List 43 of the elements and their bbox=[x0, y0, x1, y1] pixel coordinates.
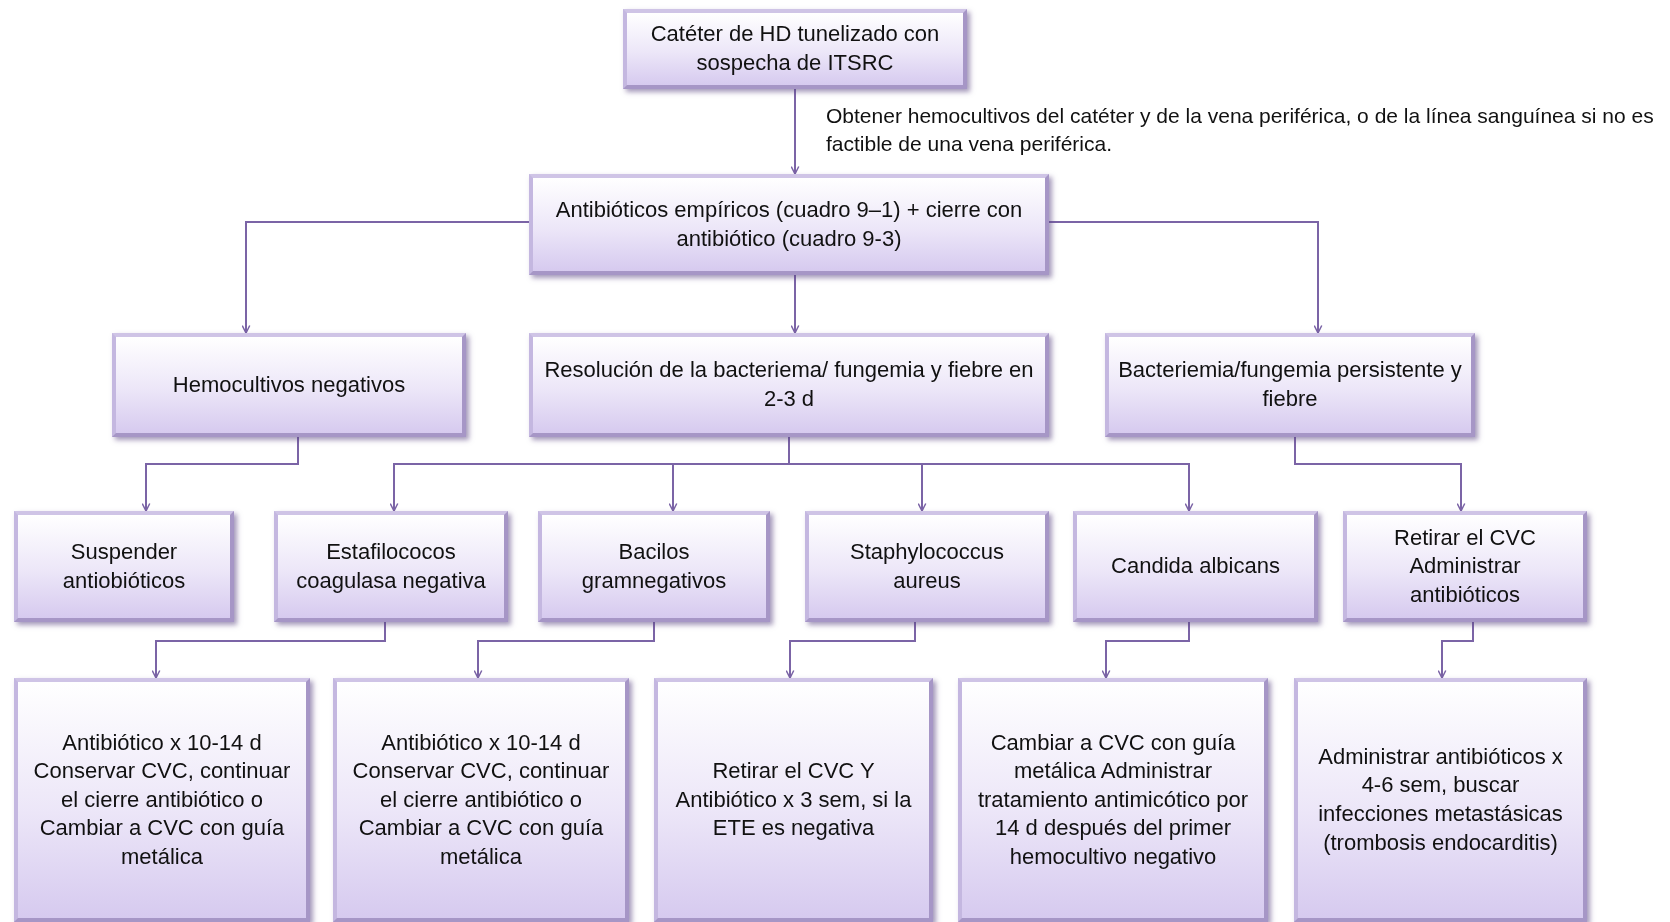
process-box bbox=[14, 678, 310, 922]
box-text: Suspender antiobióticos bbox=[61, 537, 187, 595]
arrow bbox=[1294, 436, 1466, 512]
box-text: Staphylococcus aureus bbox=[848, 537, 1006, 595]
box-text: Antibiótico x 10-14 d Conservar CVC, continuar el cierre antibiótico o Cambiar a CVC con guía metálica bbox=[351, 728, 611, 871]
box-text: Resolución de la bacteriema/ fungemia y fiebre en 2-3 d bbox=[543, 356, 1035, 413]
process-box bbox=[529, 333, 1049, 437]
box-text: Hemocultivos negativos bbox=[172, 370, 406, 399]
arrow bbox=[141, 436, 299, 512]
arrow bbox=[790, 274, 800, 334]
box-text: Catéter de HD tunelizado con sospecha de ITSRC bbox=[649, 20, 941, 77]
arrow bbox=[473, 621, 655, 679]
box-text: Cambiar a CVC con guía metálica Administrar tratamiento antimicótico por 14 d después del primer hemocultivo negativo bbox=[976, 728, 1250, 871]
box-text: Candida albicans bbox=[1111, 552, 1280, 581]
box-text: Bacilos gramnegativos bbox=[580, 537, 728, 595]
arrow bbox=[1437, 621, 1474, 679]
process-box bbox=[112, 333, 466, 437]
process-box bbox=[1294, 678, 1587, 922]
arrow bbox=[785, 621, 916, 679]
process-box bbox=[1073, 511, 1318, 622]
process-box bbox=[538, 511, 770, 622]
box-text: Retirar el CVC Y Antibiótico x 3 sem, si la ETE es negativa bbox=[674, 757, 913, 843]
process-box bbox=[529, 174, 1049, 275]
box-text: Estafilococos coagulasa negativa bbox=[295, 537, 487, 595]
process-box bbox=[333, 678, 629, 922]
arrow bbox=[151, 621, 386, 679]
box-text: Antibiótico x 10-14 d Conservar CVC, continuar el cierre antibiótico o Cambiar a CVC con guía metálica bbox=[32, 728, 292, 871]
process-box bbox=[1343, 511, 1587, 622]
box-text: Antibióticos empíricos (cuadro 9–1) + cierre con antibiótico (cuadro 9-3) bbox=[554, 195, 1024, 253]
arrow bbox=[1101, 621, 1190, 679]
box-text: Retirar el CVC Administrar antibióticos bbox=[1393, 523, 1537, 609]
box-text: Administrar antibióticos x 4-6 sem, buscar infecciones metastásicas (trombosis endocarditis) bbox=[1317, 742, 1564, 857]
box-text: Bacteriemia/fungemia persistente y fiebre bbox=[1117, 356, 1463, 413]
arrow bbox=[1048, 221, 1323, 334]
process-box bbox=[274, 511, 508, 622]
process-box bbox=[14, 511, 234, 622]
process-box bbox=[1105, 333, 1475, 437]
process-box bbox=[654, 678, 933, 922]
arrow bbox=[241, 221, 530, 334]
process-box bbox=[623, 9, 967, 89]
arrow bbox=[790, 88, 800, 175]
process-box bbox=[958, 678, 1268, 922]
process-box bbox=[805, 511, 1049, 622]
